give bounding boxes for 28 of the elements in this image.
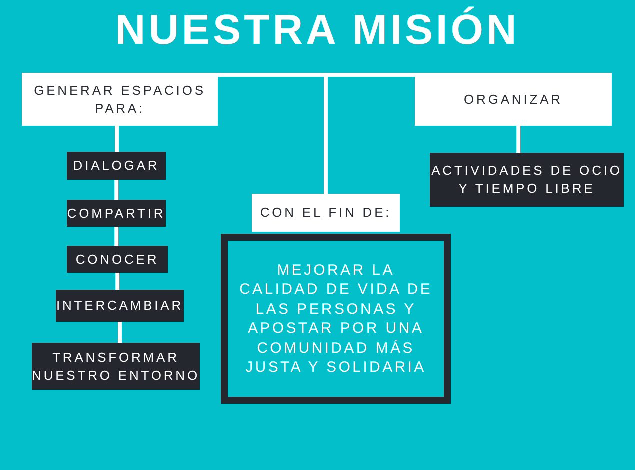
node-text: INTERCAMBIAR — [56, 297, 184, 315]
label-box — [415, 73, 612, 126]
node-text: CONOCER — [76, 250, 160, 268]
node-text: DIALOGAR — [73, 157, 160, 175]
node-text: CON EL FIN DE: — [260, 204, 392, 222]
node-text: TRANSFORMAR NUESTRO ENTORNO — [32, 348, 200, 384]
title: NUESTRA MISIÓN — [114, 6, 521, 54]
connector-line — [114, 227, 118, 246]
node-text: ACTIVIDADES DE OCIO Y TIEMPO LIBRE — [430, 162, 624, 198]
node-text: GENERAR ESPACIOS PARA: — [33, 82, 207, 118]
label-box — [22, 73, 218, 126]
connector-line — [116, 273, 120, 290]
connector-line — [115, 126, 119, 152]
node-text: MEJORAR LA CALIDAD DE VIDA DE LAS PERSONAS Y APOSTAR POR UNA COMUNIDAD MÁS JUSTA Y SOLIDARIA — [238, 260, 434, 378]
node-text: COMPARTIR — [67, 204, 166, 222]
item-box — [56, 290, 184, 322]
item-box — [67, 200, 166, 227]
item-box — [32, 343, 200, 390]
connector-line — [324, 73, 415, 194]
item-box — [67, 246, 168, 273]
connector-line — [516, 126, 520, 153]
item-box — [430, 153, 624, 207]
connector-line — [118, 322, 122, 343]
goal-box — [221, 234, 451, 404]
item-box — [67, 152, 166, 180]
label-box — [252, 194, 400, 232]
node-text: ORGANIZAR — [464, 90, 563, 108]
connector-line — [114, 180, 118, 200]
